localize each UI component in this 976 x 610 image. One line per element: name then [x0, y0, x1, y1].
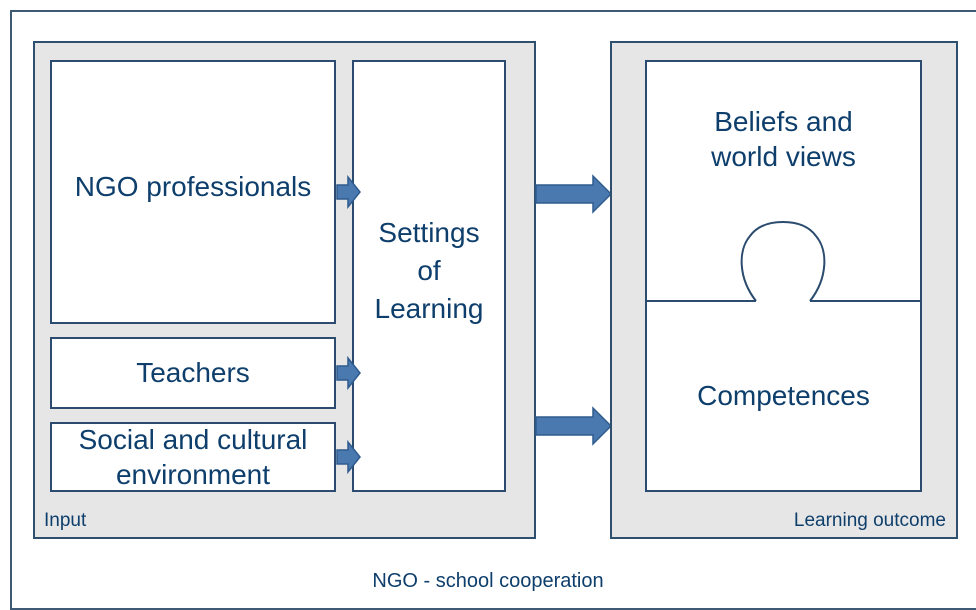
settings-of-learning-label: Settings of Learning [374, 217, 484, 324]
arrow-ngo-to-settings [336, 174, 361, 210]
person-head-icon [645, 220, 922, 302]
learning-outcome-panel-label: Learning outcome [793, 510, 946, 531]
ngo-professionals-box: NGO professionals [50, 60, 336, 324]
teachers-box: Teachers [50, 337, 336, 409]
social-environment-label: Social and cultural environment [78, 424, 308, 490]
arrow-input-to-competences [535, 406, 613, 446]
outcome-inner-box [645, 60, 922, 492]
beliefs-world-views-label: Beliefs and world views [711, 106, 856, 172]
input-panel-label: Input [44, 510, 87, 531]
arrow-environment-to-settings [336, 439, 361, 475]
footer-label: NGO - school cooperation [372, 570, 604, 592]
teachers-label: Teachers [136, 357, 250, 388]
competences-label: Competences [697, 380, 870, 411]
settings-of-learning-box: Settings of Learning [352, 60, 506, 492]
arrow-teachers-to-settings [336, 355, 361, 391]
social-environment-box: Social and cultural environment [50, 422, 336, 492]
arrow-input-to-beliefs [535, 174, 613, 214]
ngo-professionals-label: NGO professionals [74, 171, 312, 202]
